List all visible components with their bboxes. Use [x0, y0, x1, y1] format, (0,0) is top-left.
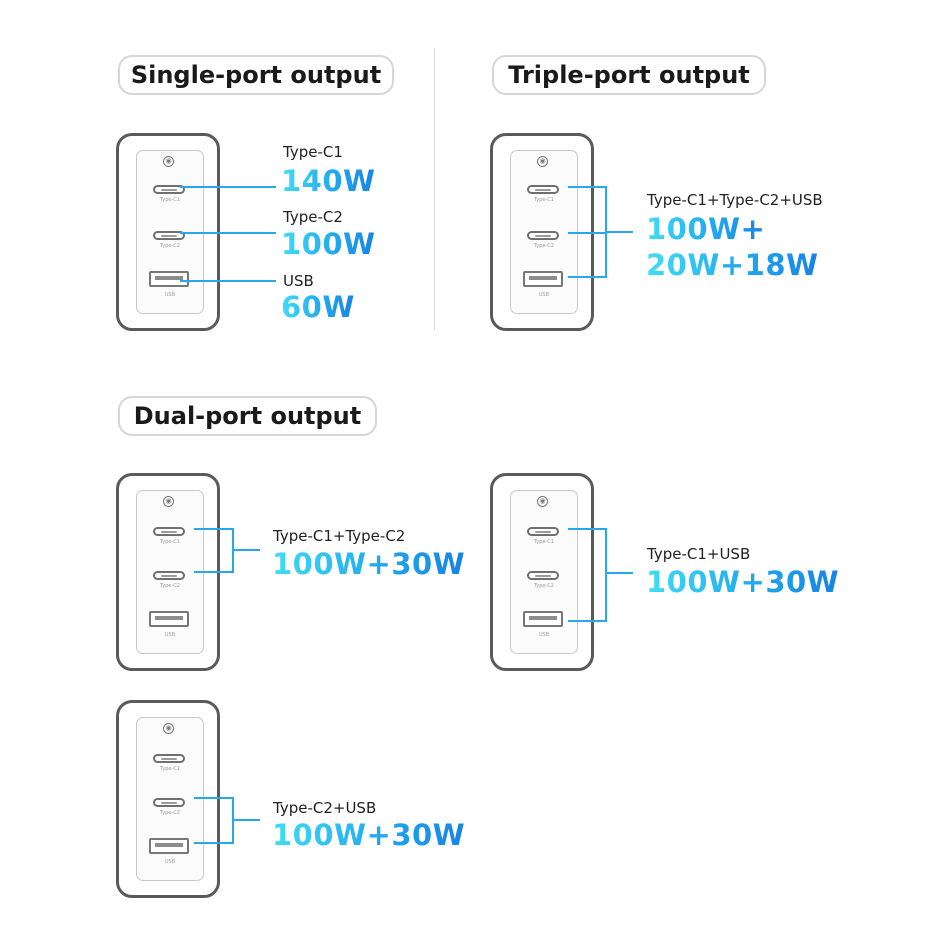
usb-a-port [149, 838, 189, 854]
heading-dual-port: Dual-port output [118, 396, 377, 436]
triple-label: Type-C1+Type-C2+USB [647, 191, 823, 209]
single-c1-label: Type-C1 [283, 143, 343, 161]
heading-triple-port: Triple-port output [492, 55, 766, 95]
type-c2-port [527, 571, 559, 580]
port-panel: ◉ Type-C1 Type-C2 USB [510, 490, 578, 654]
section-divider [434, 48, 435, 330]
type-c2-port-label: Type-C2 [534, 583, 554, 589]
type-c1-port-label: Type-C1 [534, 539, 554, 545]
type-c1-port-label: Type-C1 [160, 197, 180, 203]
single-usb-watt: 60W [281, 290, 355, 324]
connector-line [232, 549, 260, 551]
connector-line [180, 280, 276, 282]
type-c1-port-label: Type-C1 [160, 539, 180, 545]
brand-logo-icon: ◉ [537, 156, 548, 167]
usb-port-label: USB [164, 632, 176, 638]
connector-line [568, 528, 606, 530]
type-c1-port-label: Type-C1 [534, 197, 554, 203]
triple-watt-line1: 100W+ [646, 212, 766, 246]
charger-dual-c1-usb: ◉ Type-C1 Type-C2 USB [490, 473, 594, 671]
dual-1-watt: 100W+30W [272, 547, 466, 581]
usb-port-label: USB [538, 632, 550, 638]
brand-logo-icon: ◉ [163, 496, 174, 507]
port-panel: ◉ Type-C1 Type-C2 USB [510, 150, 578, 314]
single-c1-watt: 140W [281, 164, 376, 198]
brand-logo-icon: ◉ [163, 723, 174, 734]
connector-line [568, 232, 606, 234]
connector-line [605, 572, 633, 574]
connector-line [194, 797, 233, 799]
connector-bracket [605, 528, 607, 622]
connector-line [194, 528, 233, 530]
type-c2-port-label: Type-C2 [534, 243, 554, 249]
type-c1-port [527, 185, 559, 194]
dual-3-label: Type-C2+USB [273, 799, 377, 817]
type-c1-port [527, 527, 559, 536]
brand-logo-icon: ◉ [163, 156, 174, 167]
usb-port-label: USB [164, 859, 176, 865]
type-c2-port-label: Type-C2 [160, 583, 180, 589]
type-c1-port-label: Type-C1 [160, 766, 180, 772]
usb-a-port [523, 611, 563, 627]
port-panel: ◉ Type-C1 Type-C2 USB [136, 490, 204, 654]
single-c2-watt: 100W [281, 227, 376, 261]
type-c2-port [153, 798, 185, 807]
connector-line [194, 842, 233, 844]
single-usb-label: USB [283, 272, 314, 290]
usb-a-port [149, 611, 189, 627]
dual-3-watt: 100W+30W [272, 818, 466, 852]
connector-line [568, 276, 606, 278]
usb-a-port [149, 271, 189, 287]
single-c2-label: Type-C2 [283, 208, 343, 226]
triple-watt-line2: 20W+18W [646, 248, 819, 282]
charger-dual-c2-usb: ◉ Type-C1 Type-C2 USB [116, 700, 220, 898]
port-panel: ◉ Type-C1 Type-C2 USB [136, 150, 204, 314]
type-c2-port-label: Type-C2 [160, 810, 180, 816]
usb-a-port [523, 271, 563, 287]
dual-2-label: Type-C1+USB [647, 545, 751, 563]
connector-line [605, 231, 633, 233]
connector-line [180, 232, 276, 234]
connector-line [232, 819, 260, 821]
type-c2-port-label: Type-C2 [160, 243, 180, 249]
connector-line [194, 571, 233, 573]
type-c2-port [153, 231, 185, 240]
type-c1-port [153, 185, 185, 194]
heading-single-port: Single-port output [118, 55, 394, 95]
dual-1-label: Type-C1+Type-C2 [273, 527, 406, 545]
connector-line [180, 186, 276, 188]
brand-logo-icon: ◉ [537, 496, 548, 507]
type-c1-port [153, 527, 185, 536]
type-c2-port [153, 571, 185, 580]
type-c2-port [527, 231, 559, 240]
usb-port-label: USB [538, 292, 550, 298]
connector-line [568, 186, 606, 188]
port-panel: ◉ Type-C1 Type-C2 USB [136, 717, 204, 881]
connector-line [568, 620, 606, 622]
usb-port-label: USB [164, 292, 176, 298]
dual-2-watt: 100W+30W [646, 565, 840, 599]
type-c1-port [153, 754, 185, 763]
